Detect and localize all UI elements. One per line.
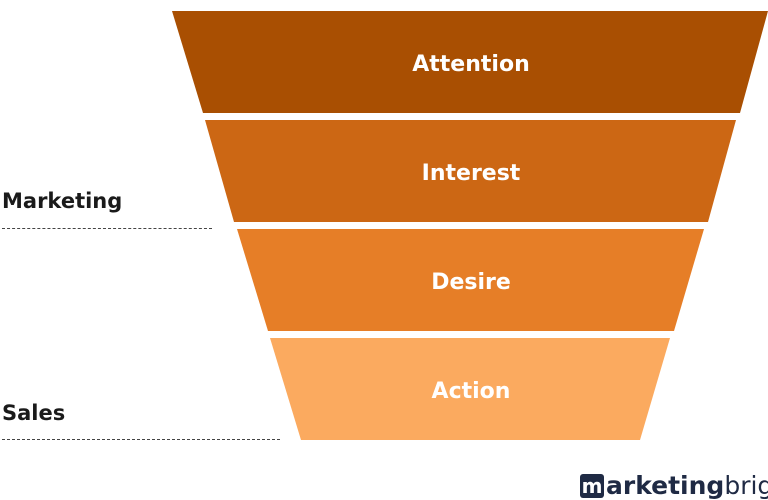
funnel-stage-attention: Attention bbox=[172, 11, 768, 113]
brand-wordmark: arketingbrigl bbox=[606, 473, 768, 499]
sales-divider bbox=[2, 439, 280, 440]
brand-wordmark-regular: brigl bbox=[724, 471, 768, 500]
funnel-stage-desire-shape bbox=[237, 229, 704, 331]
funnel-stage-interest-shape bbox=[205, 120, 736, 222]
funnel-stage-attention-label: Attention bbox=[412, 52, 529, 77]
brand-mark-icon: m bbox=[580, 474, 604, 498]
funnel-stage-interest: Interest bbox=[205, 120, 736, 222]
marketing-divider bbox=[2, 228, 212, 229]
sales-label: Sales bbox=[2, 401, 66, 425]
funnel-stage-desire: Desire bbox=[237, 229, 704, 331]
funnel-stage-action: Action bbox=[270, 338, 670, 440]
marketing-label: Marketing bbox=[2, 189, 123, 213]
funnel-stage-action-label: Action bbox=[432, 379, 511, 404]
funnel-stage-desire-label: Desire bbox=[431, 270, 511, 295]
funnel-stage-action-shape bbox=[270, 338, 670, 440]
brand-wordmark-bold: arketing bbox=[606, 471, 725, 500]
funnel-stage-interest-label: Interest bbox=[422, 161, 521, 186]
funnel-stage-attention-shape bbox=[172, 11, 768, 113]
brand-logo: m arketingbrigl bbox=[580, 473, 768, 499]
